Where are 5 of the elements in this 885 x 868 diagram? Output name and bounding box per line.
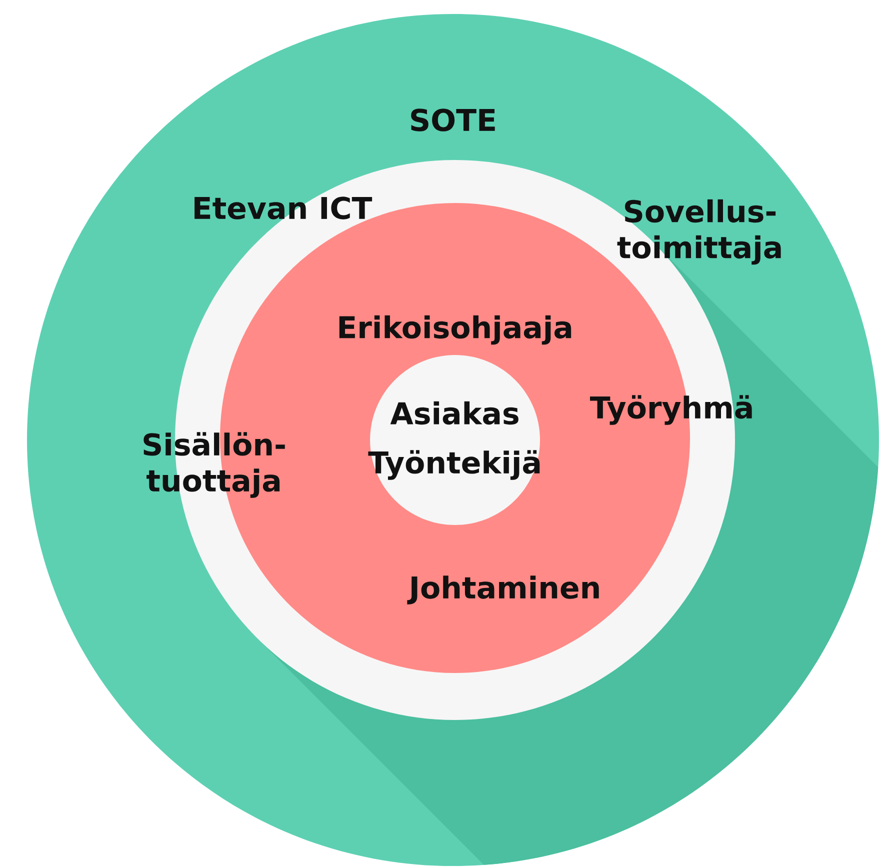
ring-label: Asiakas	[390, 401, 518, 425]
ring-label: Erikoisohjaaja	[339, 315, 572, 345]
ring-label: Työntekijä	[368, 450, 540, 480]
ring-label: SOTE	[411, 108, 495, 132]
ring-label: Johtaminen	[407, 576, 599, 604]
